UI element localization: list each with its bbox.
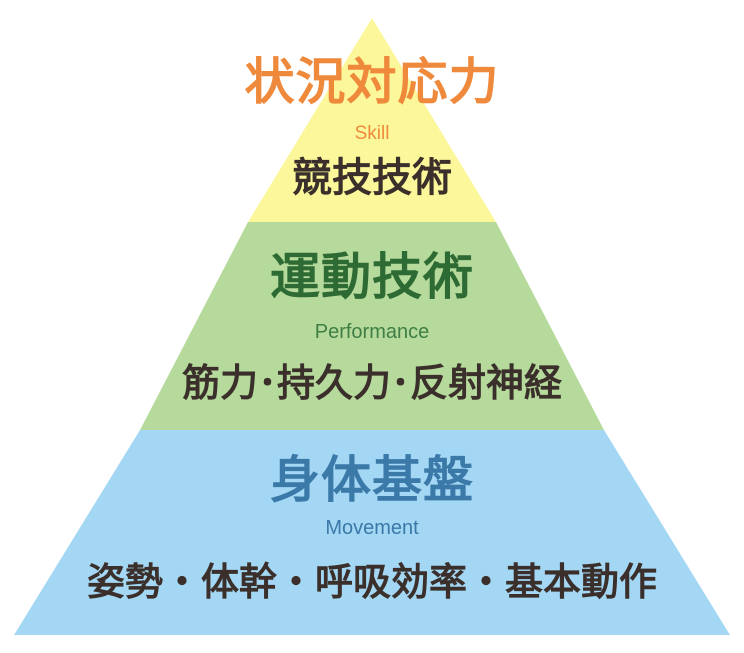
tier-movement-subtitle: Movement <box>325 517 419 539</box>
tier-skill-description: 競技技術 <box>292 155 452 201</box>
tier-skill-heading: 状況対応力 <box>244 53 500 111</box>
tier-performance-description: 筋力･持久力･反射神経 <box>181 361 562 405</box>
tier-movement-heading: 身体基盤 <box>270 451 474 509</box>
tier-performance-subtitle: Performance <box>314 321 430 343</box>
tier-movement-band <box>14 430 730 635</box>
tier-skill-subtitle: Skill <box>354 123 390 144</box>
tier-performance-heading: 運動技術 <box>270 248 474 306</box>
tier-performance-band <box>140 222 604 430</box>
tier-skill-band <box>248 18 496 222</box>
tier-movement-description: 姿勢・体幹・呼吸効率・基本動作 <box>86 560 657 604</box>
